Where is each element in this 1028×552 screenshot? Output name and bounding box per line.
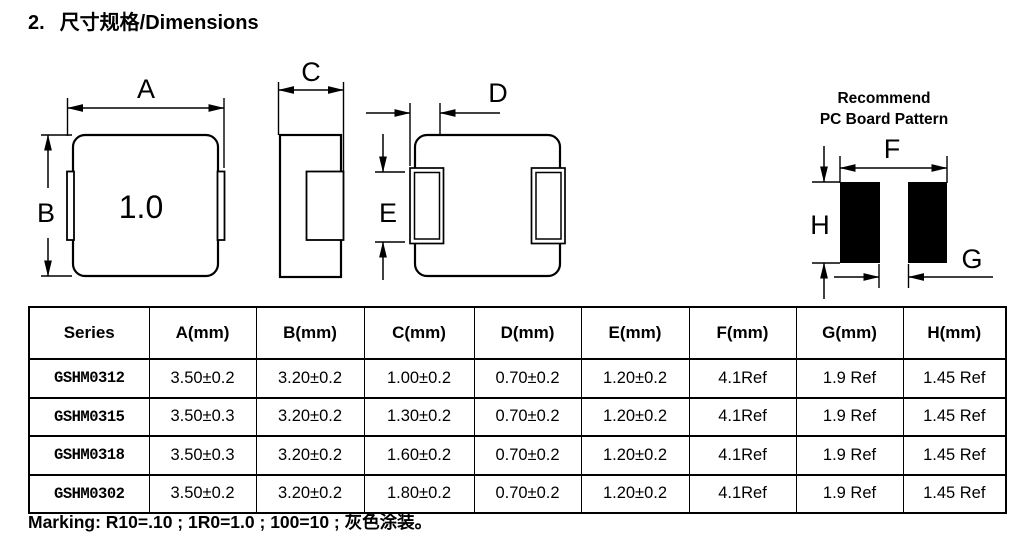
section-number: 2. — [28, 12, 45, 34]
dim-label-d: D — [488, 78, 508, 108]
pcb-pad-right — [908, 182, 947, 263]
table-row: GSHM0312 3.50±0.2 3.20±0.2 1.00±0.2 0.70… — [28, 358, 1007, 399]
dim-value: 4.1Ref — [688, 435, 797, 476]
dim-value: 4.1Ref — [688, 358, 797, 399]
dim-value: 0.70±0.2 — [473, 435, 582, 476]
dim-value: 3.20±0.2 — [255, 435, 365, 476]
dim-value: 1.9 Ref — [795, 358, 904, 399]
dim-value: 1.20±0.2 — [580, 473, 690, 514]
dim-label-b: B — [37, 198, 55, 228]
dim-value: 3.50±0.2 — [148, 473, 257, 514]
dim-label-h: H — [810, 210, 830, 240]
section-title: 2. 尺寸规格/Dimensions — [28, 6, 259, 35]
series-name: GSHM0312 — [28, 358, 150, 399]
bottom-view-drawing — [366, 103, 566, 280]
dim-value: 1.20±0.2 — [580, 435, 690, 476]
dim-label-c: C — [301, 57, 321, 87]
marking-note: Marking: R10=.10 ; 1R0=1.0 ; 100=10 ; 灰色… — [28, 512, 433, 532]
dim-value: 1.45 Ref — [902, 473, 1007, 514]
section-title-text: 尺寸规格/Dimensions — [59, 12, 259, 34]
side-terminal — [305, 170, 345, 241]
series-name: GSHM0318 — [28, 435, 150, 476]
dim-value: 1.45 Ref — [902, 396, 1007, 437]
dim-value: 1.30±0.2 — [363, 396, 475, 437]
dim-value: 1.9 Ref — [795, 435, 904, 476]
dim-value: 1.80±0.2 — [363, 473, 475, 514]
dim-value: 1.20±0.2 — [580, 358, 690, 399]
dim-value: 1.45 Ref — [902, 358, 1007, 399]
dim-value: 3.20±0.2 — [255, 358, 365, 399]
pcb-pattern-drawing — [812, 146, 993, 299]
pcb-pattern-title-line1: Recommend — [837, 90, 930, 107]
dimensions-table: Series A(mm) B(mm) C(mm) D(mm) E(mm) F(m… — [28, 306, 1007, 514]
col-header-series: Series — [28, 306, 150, 360]
side-view-drawing — [277, 82, 345, 279]
dim-label-g: G — [961, 244, 982, 274]
terminal-tab-left — [66, 170, 75, 241]
pcb-pad-left — [840, 182, 880, 263]
table-row: GSHM0302 3.50±0.2 3.20±0.2 1.80±0.2 0.70… — [28, 473, 1007, 514]
series-name: GSHM0315 — [28, 396, 150, 437]
dim-value: 4.1Ref — [688, 473, 797, 514]
dim-value: 3.20±0.2 — [255, 473, 365, 514]
col-header-a: A(mm) — [148, 306, 257, 360]
dim-value: 1.60±0.2 — [363, 435, 475, 476]
col-header-f: F(mm) — [688, 306, 797, 360]
col-header-c: C(mm) — [363, 306, 475, 360]
dim-value: 4.1Ref — [688, 396, 797, 437]
dim-value: 0.70±0.2 — [473, 358, 582, 399]
dim-value: 1.9 Ref — [795, 396, 904, 437]
dim-value: 0.70±0.2 — [473, 396, 582, 437]
table-row: GSHM0315 3.50±0.3 3.20±0.2 1.30±0.2 0.70… — [28, 396, 1007, 437]
dim-value: 3.50±0.2 — [148, 358, 257, 399]
dim-label-e: E — [379, 198, 397, 228]
col-header-b: B(mm) — [255, 306, 365, 360]
dim-value: 1.45 Ref — [902, 435, 1007, 476]
col-header-g: G(mm) — [795, 306, 904, 360]
front-view-drawing — [41, 98, 226, 278]
bottom-terminal-left-inner — [413, 171, 441, 240]
table-header-row: Series A(mm) B(mm) C(mm) D(mm) E(mm) F(m… — [28, 306, 1007, 360]
bottom-terminal-right-inner — [535, 171, 562, 240]
part-marking-text: 1.0 — [119, 189, 163, 225]
dim-label-f: F — [884, 134, 901, 164]
dim-label-a: A — [137, 74, 155, 104]
col-header-h: H(mm) — [902, 306, 1007, 360]
terminal-tab-right — [216, 170, 226, 241]
dim-value: 3.20±0.2 — [255, 396, 365, 437]
dim-value: 3.50±0.3 — [148, 435, 257, 476]
dim-value: 1.9 Ref — [795, 473, 904, 514]
col-header-e: E(mm) — [580, 306, 690, 360]
col-header-d: D(mm) — [473, 306, 582, 360]
dimension-drawings: A B 1.0 C — [37, 57, 993, 299]
dim-value: 1.00±0.2 — [363, 358, 475, 399]
series-name: GSHM0302 — [28, 473, 150, 514]
pcb-pattern-title-line2: PC Board Pattern — [820, 111, 948, 128]
dim-value: 1.20±0.2 — [580, 396, 690, 437]
table-row: GSHM0318 3.50±0.3 3.20±0.2 1.60±0.2 0.70… — [28, 435, 1007, 476]
dim-value: 3.50±0.3 — [148, 396, 257, 437]
dim-value: 0.70±0.2 — [473, 473, 582, 514]
